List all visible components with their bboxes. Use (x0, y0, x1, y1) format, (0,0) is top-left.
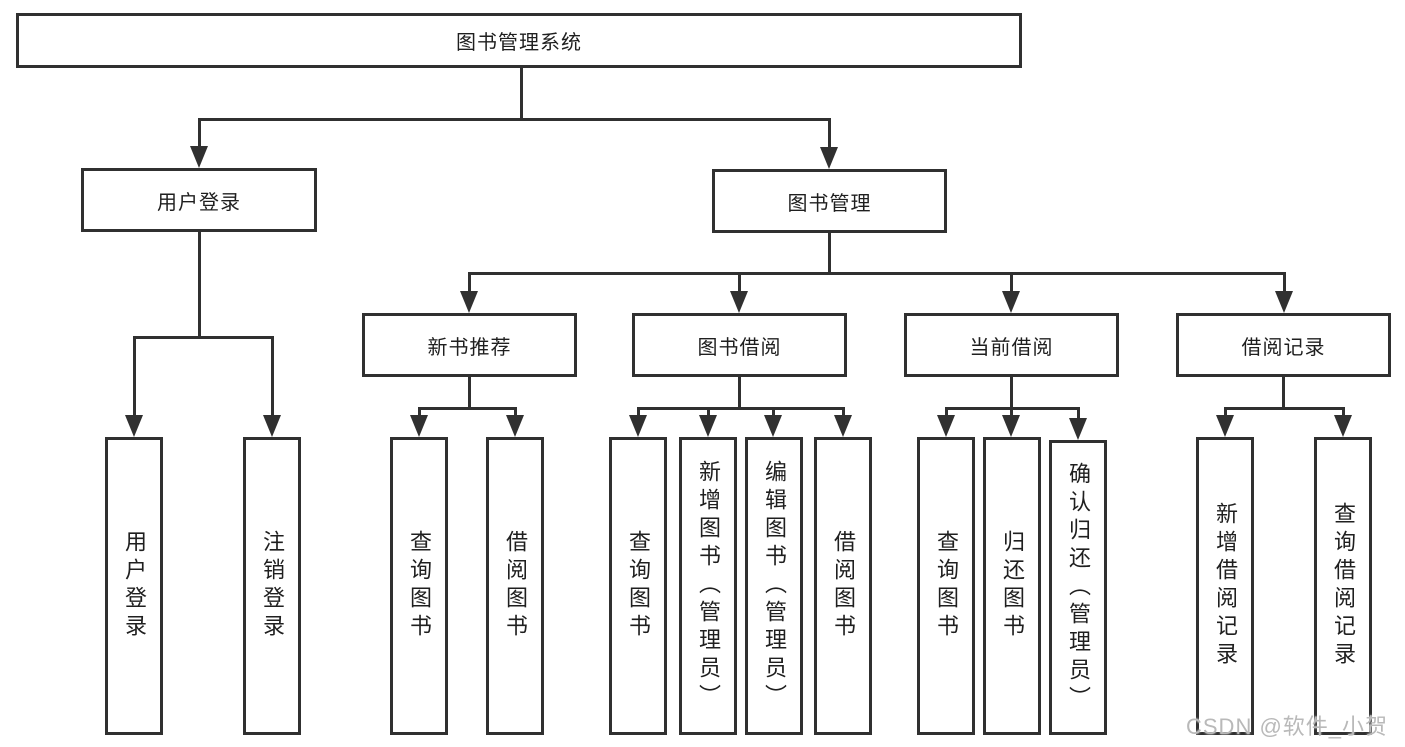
connector-line (198, 232, 201, 339)
arrowhead-icon (699, 415, 717, 437)
arrowhead-icon (1002, 291, 1020, 313)
connector-line (468, 272, 471, 294)
leaf-newbook-query-book-label: 查询图书 (407, 530, 432, 642)
connector-line (1077, 407, 1080, 419)
node-user-login: 用户登录 (81, 168, 317, 232)
leaf-current-query-book: 查询图书 (917, 437, 975, 735)
arrowhead-icon (820, 147, 838, 169)
connector-line (828, 233, 831, 275)
connector-line (738, 272, 741, 294)
arrowhead-icon (1334, 415, 1352, 437)
leaf-borrow-query-book-label: 查询图书 (626, 530, 651, 642)
leaf-edit-book-admin: 编辑图书（管理员） (745, 437, 803, 735)
connector-line (637, 407, 640, 419)
leaf-add-borrow-record-label: 新增借阅记录 (1213, 502, 1238, 670)
leaf-logout-label: 注销登录 (260, 530, 285, 642)
leaf-borrow-borrow-book-label: 借阅图书 (831, 530, 856, 642)
arrowhead-icon (506, 415, 524, 437)
connector-line (1282, 377, 1285, 410)
connector-line (133, 336, 136, 418)
arrowhead-icon (764, 415, 782, 437)
connector-line (520, 68, 523, 121)
leaf-confirm-return-admin-label: 确认归还（管理员） (1066, 461, 1091, 714)
leaf-borrow-borrow-book: 借阅图书 (814, 437, 872, 735)
leaf-confirm-return-admin: 确认归还（管理员） (1049, 440, 1107, 735)
connector-line (418, 407, 517, 410)
node-book-management: 图书管理 (712, 169, 947, 233)
leaf-user-login-label: 用户登录 (122, 530, 147, 642)
node-root-library-system: 图书管理系统 (16, 13, 1022, 68)
node-current-borrow: 当前借阅 (904, 313, 1119, 377)
leaf-return-book: 归还图书 (983, 437, 1041, 735)
leaf-edit-book-admin-label: 编辑图书（管理员） (762, 460, 787, 712)
arrowhead-icon (629, 415, 647, 437)
arrowhead-icon (1216, 415, 1234, 437)
arrowhead-icon (460, 291, 478, 313)
arrowhead-icon (937, 415, 955, 437)
csdn-watermark: CSDN @软件_小贺同学 (1186, 714, 1389, 747)
connector-line (468, 377, 471, 410)
connector-line (1010, 377, 1013, 410)
connector-line (1010, 272, 1013, 294)
leaf-add-book-admin: 新增图书（管理员） (679, 437, 737, 735)
connector-line (198, 118, 831, 121)
connector-line (738, 377, 741, 410)
connector-line (1224, 407, 1345, 410)
connector-line (1283, 272, 1286, 294)
connector-line (468, 272, 1286, 275)
arrowhead-icon (263, 415, 281, 437)
node-book-borrow: 图书借阅 (632, 313, 847, 377)
leaf-newbook-query-book: 查询图书 (390, 437, 448, 735)
arrowhead-icon (834, 415, 852, 437)
connector-line (637, 407, 845, 410)
arrowhead-icon (1069, 418, 1087, 440)
leaf-borrow-query-book: 查询图书 (609, 437, 667, 735)
connector-line (271, 336, 274, 418)
leaf-query-borrow-record: 查询借阅记录 (1314, 437, 1372, 735)
connector-line (772, 407, 775, 419)
connector-line (828, 118, 831, 152)
connector-line (1010, 407, 1013, 419)
leaf-query-borrow-record-label: 查询借阅记录 (1331, 502, 1356, 670)
leaf-user-login: 用户登录 (105, 437, 163, 735)
leaf-newbook-borrow-book-label: 借阅图书 (503, 530, 528, 642)
connector-line (418, 407, 421, 419)
leaf-logout: 注销登录 (243, 437, 301, 735)
leaf-return-book-label: 归还图书 (1000, 530, 1025, 642)
node-new-book-recommend: 新书推荐 (362, 313, 577, 377)
arrowhead-icon (730, 291, 748, 313)
connector-line (1224, 407, 1227, 419)
connector-line (945, 407, 948, 419)
leaf-add-book-admin-label: 新增图书（管理员） (696, 460, 721, 712)
arrowhead-icon (1275, 291, 1293, 313)
connector-line (842, 407, 845, 419)
leaf-newbook-borrow-book: 借阅图书 (486, 437, 544, 735)
arrowhead-icon (410, 415, 428, 437)
leaf-current-query-book-label: 查询图书 (934, 530, 959, 642)
arrowhead-icon (1002, 415, 1020, 437)
connector-line (514, 407, 517, 419)
connector-line (133, 336, 274, 339)
node-borrow-record: 借阅记录 (1176, 313, 1391, 377)
arrowhead-icon (125, 415, 143, 437)
arrowhead-icon (190, 146, 208, 168)
connector-line (198, 118, 201, 152)
leaf-add-borrow-record: 新增借阅记录 (1196, 437, 1254, 735)
connector-line (707, 407, 710, 419)
connector-line (1342, 407, 1345, 419)
